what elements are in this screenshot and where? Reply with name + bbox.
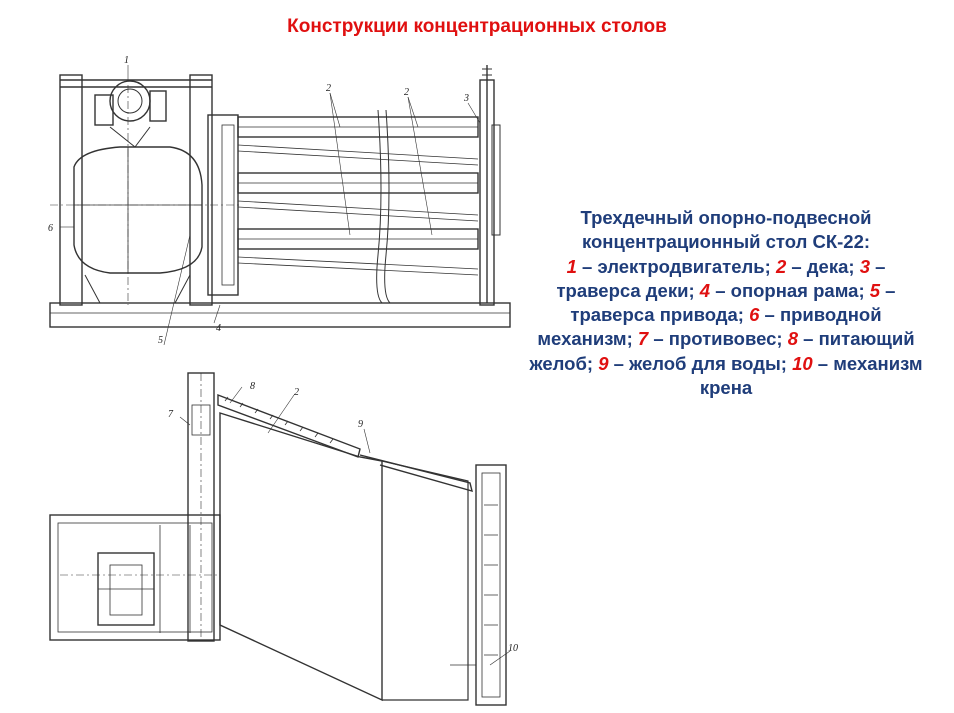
label-9: 9 (358, 419, 363, 430)
label-2b: 2 (404, 87, 409, 98)
caption-item-9: 9 – желоб для воды; (598, 352, 787, 374)
label-4: 4 (216, 323, 221, 334)
caption-item-10: 10 – механизм крена (699, 352, 923, 399)
decks (237, 116, 479, 276)
label-2c: 2 (294, 387, 299, 398)
caption: Трехдечный опорно-подвесной концентрацио… (522, 206, 930, 400)
caption-heading: Трехдечный опорно-подвесной концентрацио… (580, 207, 872, 253)
top-drawing: 1 2 2 3 6 5 4 (48, 55, 511, 345)
caption-item-7: 7 – противовес; (637, 328, 783, 350)
drive-mechanism (73, 146, 203, 274)
label-6: 6 (48, 223, 53, 234)
deck-plan (219, 412, 383, 702)
caption-item-4: 4 – опорная рама; (699, 279, 865, 301)
label-7: 7 (168, 409, 174, 420)
label-10: 10 (508, 643, 518, 654)
label-1: 1 (124, 55, 129, 66)
caption-item-1: 1 – электродвигатель; (566, 255, 771, 277)
caption-item-8: 8 – питающий желоб; (529, 328, 915, 374)
bottom-drawing: 8 2 7 9 10 (49, 372, 518, 706)
drive-frame-right (189, 74, 213, 306)
label-3: 3 (463, 93, 469, 104)
caption-item-6: 6 – приводной механизм; (537, 304, 882, 350)
caption-item-5: 5 – траверса привода; (570, 279, 896, 326)
label-5: 5 (158, 335, 163, 345)
feed-chute (217, 393, 361, 458)
tilt-mechanism (475, 464, 507, 706)
caption-item-3: 3 – траверса деки; (556, 255, 886, 301)
drive-frame-left (59, 74, 83, 306)
caption-item-2: 2 – дека; (775, 255, 855, 277)
label-2a: 2 (326, 83, 331, 94)
slide-title: Конструкции концентрационных столов (287, 16, 667, 37)
label-8: 8 (250, 381, 255, 392)
support-frame (49, 302, 511, 328)
drive-housing (49, 514, 221, 641)
